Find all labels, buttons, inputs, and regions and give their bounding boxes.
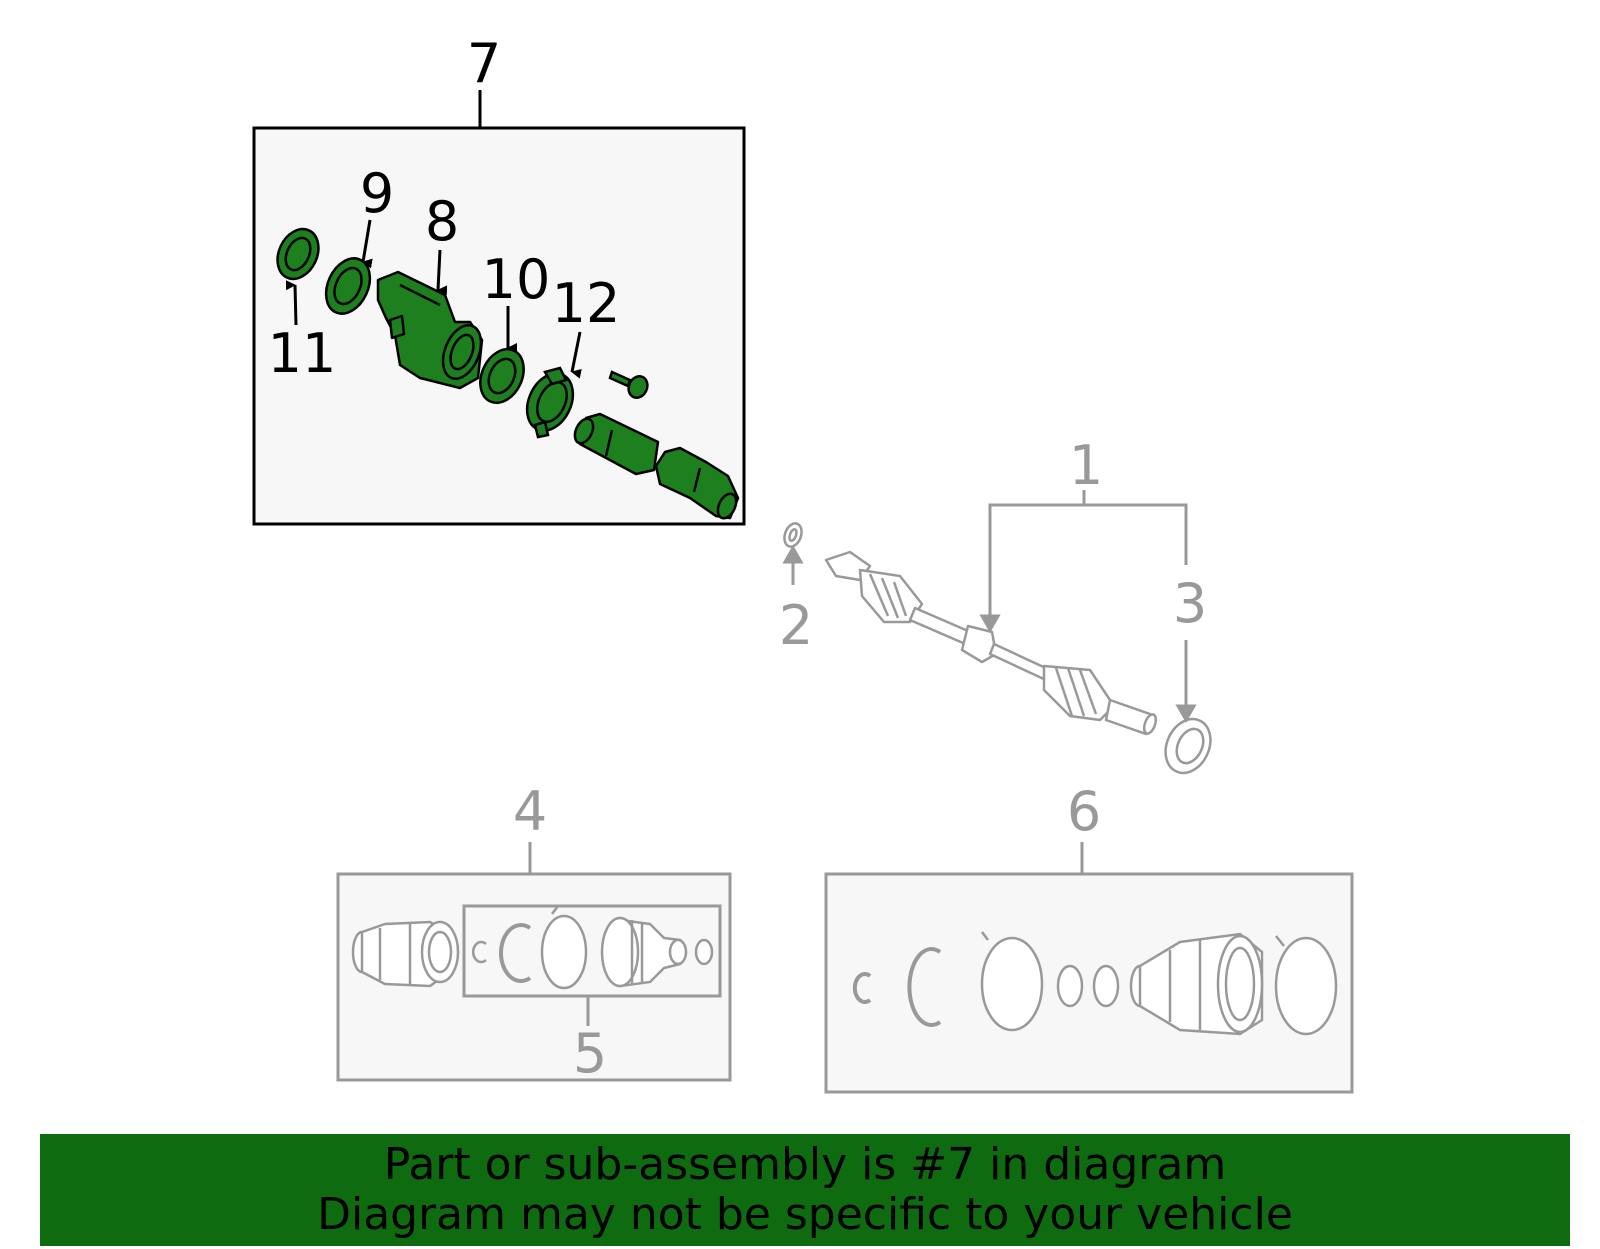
outer-shaft-part[interactable] <box>654 446 740 521</box>
callout-7[interactable]: 7 <box>467 32 501 95</box>
callout-1[interactable]: 1 <box>1069 434 1103 497</box>
callout-9[interactable]: 9 <box>360 162 394 225</box>
banner-line-1: Part or sub-assembly is #7 in diagram <box>383 1139 1227 1190</box>
callout-3[interactable]: 3 <box>1173 572 1207 635</box>
joint-kit-4-parts[interactable] <box>351 905 714 990</box>
seal-10-part[interactable] <box>472 342 532 410</box>
callout-8[interactable]: 8 <box>425 190 459 253</box>
callout-11[interactable]: 11 <box>268 322 337 385</box>
kit-5-box[interactable] <box>462 904 722 1026</box>
callout-12[interactable]: 12 <box>552 272 621 335</box>
seal-11-part[interactable] <box>270 222 326 285</box>
seal-3-part[interactable] <box>1157 712 1219 781</box>
callout-2[interactable]: 2 <box>779 594 813 657</box>
kit-6-box[interactable] <box>824 842 1354 1094</box>
notice-banner: Part or sub-assembly is #7 in diagram Di… <box>40 1134 1570 1246</box>
callout-6[interactable]: 6 <box>1067 780 1101 843</box>
inner-shaft-part[interactable] <box>571 412 660 476</box>
callout-4[interactable]: 4 <box>513 780 547 843</box>
callout-5[interactable]: 5 <box>573 1022 607 1085</box>
boot-kit-6-parts[interactable] <box>852 931 1338 1036</box>
housing-8-part[interactable] <box>376 270 488 390</box>
callout-arrows-7 <box>285 219 582 379</box>
banner-line-2: Diagram may not be specific to your vehi… <box>317 1189 1293 1240</box>
bearing-9-part[interactable] <box>318 251 379 320</box>
callout-arrows-1-3 <box>782 490 1197 724</box>
clip-2-part[interactable] <box>781 521 804 549</box>
bolt-part[interactable] <box>608 370 651 401</box>
bracket-12-part[interactable] <box>518 366 581 439</box>
callout-10[interactable]: 10 <box>482 248 551 311</box>
axle-shaft-part[interactable] <box>824 550 1158 736</box>
